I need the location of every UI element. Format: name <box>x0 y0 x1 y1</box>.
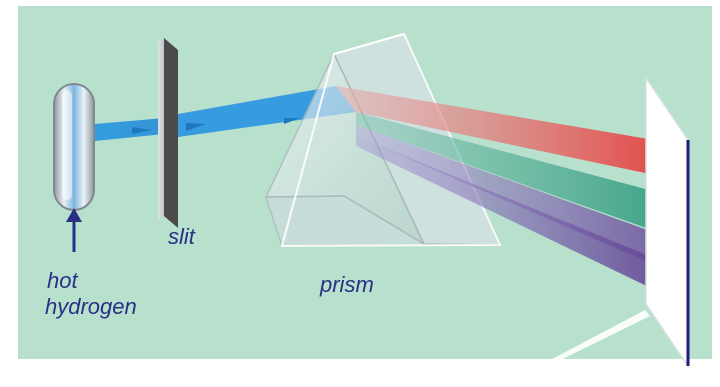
hydrogen-tube <box>53 83 95 211</box>
up-arrow-icon <box>66 208 82 252</box>
incoming-light-beam <box>95 118 164 141</box>
prism-label: prism <box>320 272 374 297</box>
hydrogen-label: hydrogen <box>45 294 137 319</box>
beam-arrow-2 <box>186 123 206 131</box>
slit-to-prism-beam <box>178 86 356 137</box>
red-spectral-beam <box>336 86 678 180</box>
violet-spectral-beam-2 <box>356 136 680 302</box>
beam-arrow-3 <box>284 118 300 124</box>
hot-label: hot <box>47 268 78 293</box>
projection-wedge <box>505 310 650 384</box>
slit-plate <box>158 38 178 228</box>
beam-arrow-1 <box>132 127 152 134</box>
slit-label: slit <box>168 224 195 249</box>
screen <box>645 75 690 369</box>
green-spectral-beam <box>356 112 680 240</box>
